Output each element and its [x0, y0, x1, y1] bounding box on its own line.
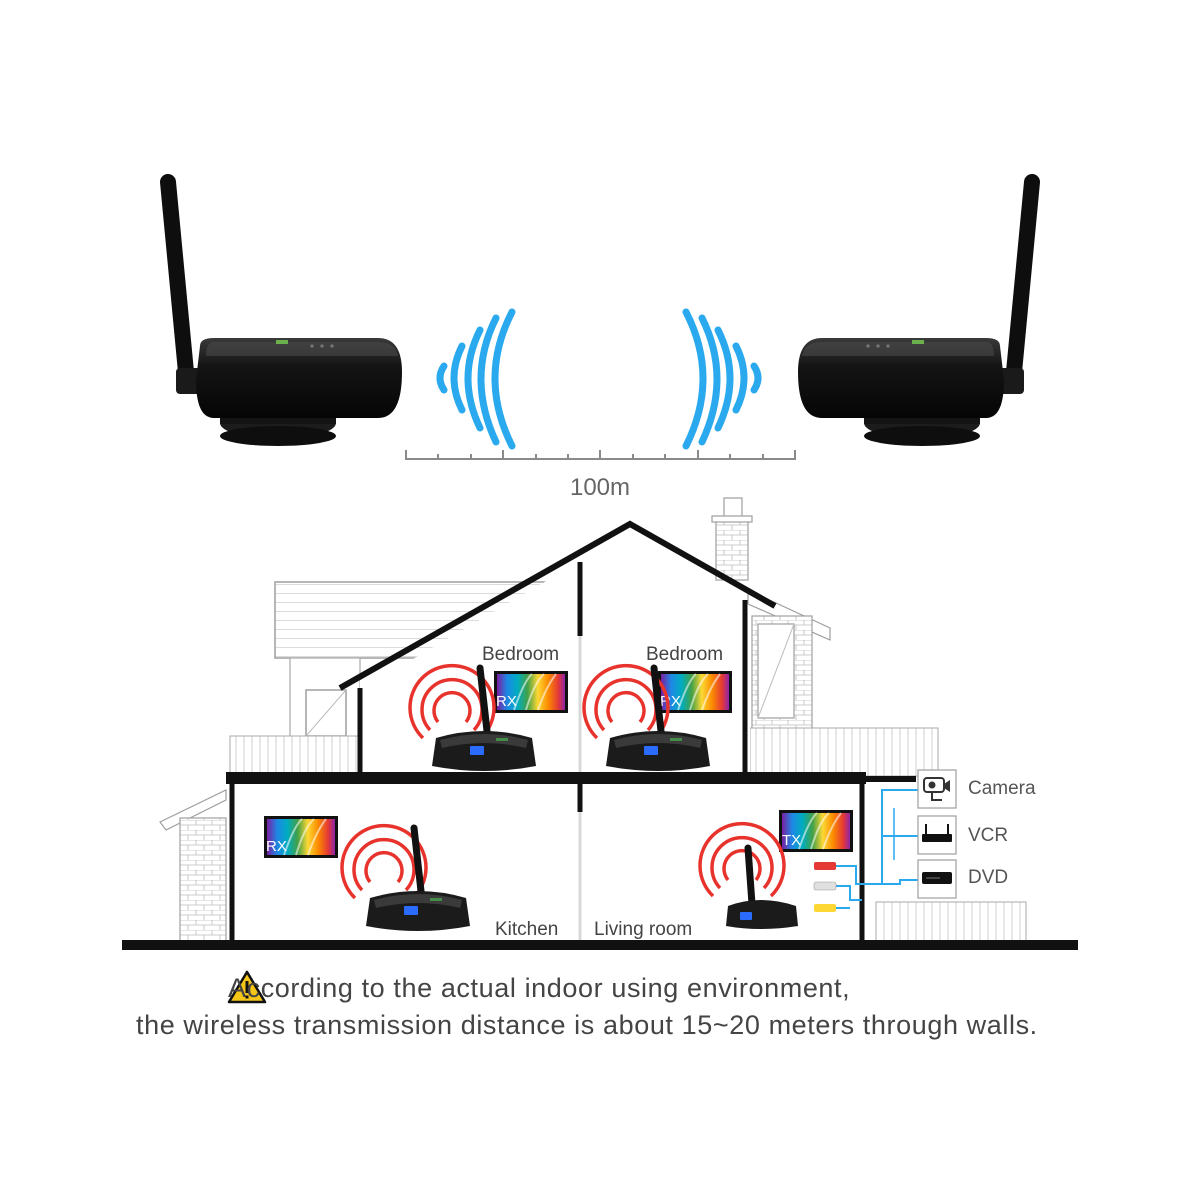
right-device — [798, 174, 1040, 446]
left-device — [160, 174, 402, 446]
warning-icon — [227, 970, 267, 1004]
source-vcr — [917, 815, 957, 855]
distance-label: 100m — [569, 474, 631, 501]
signal-icon — [698, 821, 786, 898]
source-label-vcr: VCR — [968, 825, 1009, 846]
note-line-1: According to the actual indoor using env… — [228, 973, 851, 1003]
av-cable — [813, 789, 918, 912]
tv-kitchen: RX — [263, 815, 339, 859]
wave-left-icon — [436, 308, 516, 450]
transmitter-device — [726, 844, 798, 929]
room-label-bedroom-left: Bedroom — [482, 644, 560, 665]
room-label-living-room: Living room — [594, 919, 693, 940]
tv-badge-tx: TX — [782, 832, 801, 849]
source-dvd — [917, 859, 957, 899]
distance-ruler — [405, 450, 796, 460]
tv-badge-rx: RX — [660, 693, 681, 710]
tv-living-room: TX — [778, 809, 854, 853]
dvd-player-icon — [922, 872, 952, 884]
note-line-2: the wireless transmission distance is ab… — [136, 1010, 1038, 1040]
room-label-bedroom-right: Bedroom — [646, 644, 724, 665]
tv-bedroom-left: RX — [493, 670, 569, 714]
wave-right-icon — [682, 308, 762, 450]
room-label-kitchen: Kitchen — [495, 919, 559, 940]
router-icon — [922, 824, 952, 842]
source-label-dvd: DVD — [968, 867, 1009, 888]
tv-badge-rx: RX — [496, 693, 517, 710]
tv-badge-rx: RX — [266, 838, 287, 855]
source-camera — [917, 769, 957, 809]
camera-icon — [923, 777, 950, 801]
source-label-camera: Camera — [968, 778, 1036, 799]
receiver-device — [366, 828, 470, 931]
